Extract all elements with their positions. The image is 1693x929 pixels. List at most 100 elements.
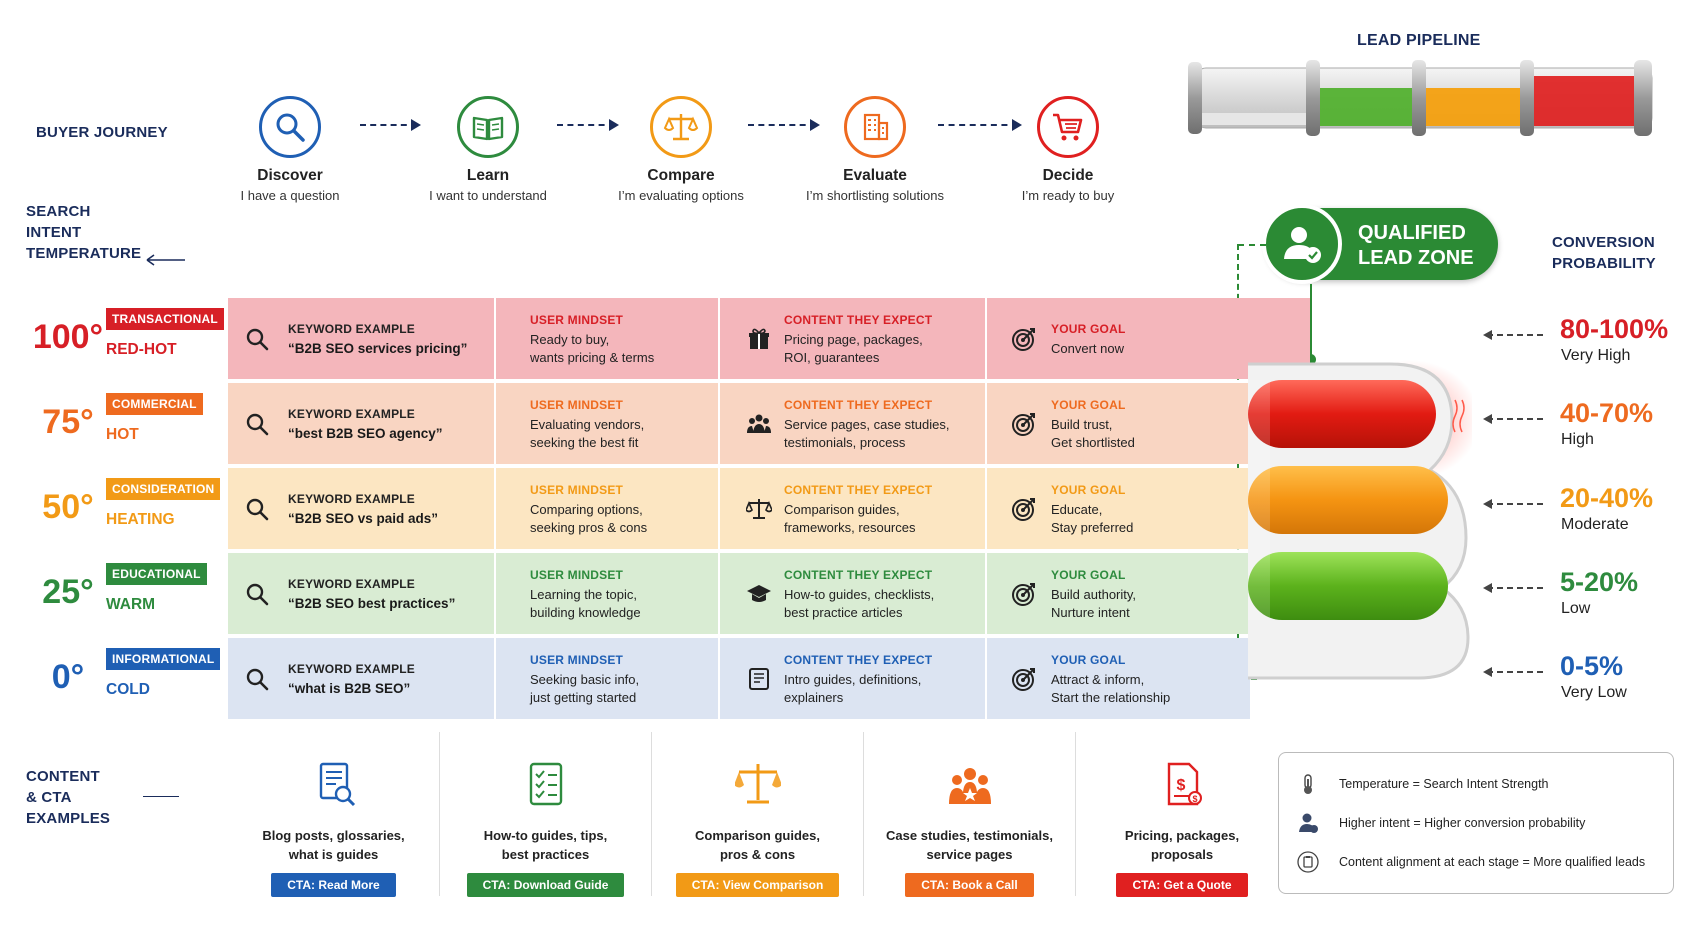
mindset-line: seeking the best fit — [530, 434, 639, 450]
stage-title: Evaluate — [843, 167, 907, 184]
conversion-level: Very Low — [1561, 684, 1627, 701]
content-example: Case studies, testimonials,service pages… — [864, 732, 1076, 897]
target-icon — [1012, 582, 1035, 606]
legend-box: Temperature = Search Intent Strength Hig… — [1278, 752, 1674, 894]
example-text: Comparison guides, — [695, 828, 820, 843]
example-text: best practices — [501, 847, 590, 862]
mindset-cell: USER MINDSET Comparing options, seeking … — [496, 468, 720, 549]
content-line: Comparison guides, — [784, 501, 900, 517]
content-header: CONTENT THEY EXPECT — [784, 567, 933, 582]
content-line: ROI, guarantees — [784, 349, 880, 365]
keyword-header: KEYWORD EXAMPLE — [288, 406, 416, 421]
mindset-line: Ready to buy, — [530, 331, 610, 347]
stage-desc: I have a question — [240, 188, 340, 203]
qualified-lead-zone-badge: QUALIFIED LEAD ZONE — [1262, 204, 1498, 284]
goal-cell: YOUR GOAL Convert now — [987, 298, 1310, 379]
legend-item: Higher intent = Higher conversion probab… — [1297, 812, 1585, 834]
clipboard-icon — [1297, 851, 1319, 873]
graduation-cap-icon — [747, 584, 771, 602]
keyword-cell: KEYWORD EXAMPLE“B2B SEO services pricing… — [228, 298, 496, 379]
conversion-arrow — [1483, 499, 1543, 509]
intent-row: KEYWORD EXAMPLE“B2B SEO vs paid ads” USE… — [228, 468, 1250, 549]
content-line: explainers — [784, 689, 844, 705]
stage-title: Compare — [647, 167, 715, 184]
content-example: Comparison guides,pros & cons CTA: View … — [652, 732, 864, 897]
content-cta-label: CONTENT & CTA EXAMPLES — [26, 768, 111, 827]
heat-label: COLD — [106, 681, 150, 698]
intent-row: KEYWORD EXAMPLE“what is B2B SEO” USER MI… — [228, 638, 1250, 719]
stage-title: Discover — [257, 167, 323, 184]
stage-desc: I’m shortlisting solutions — [806, 188, 944, 203]
content-example: $$ Pricing, packages,proposals CTA: Get … — [1076, 732, 1288, 897]
intent-row: KEYWORD EXAMPLE“B2B SEO best practices” … — [228, 553, 1250, 634]
content-line: frameworks, resources — [784, 519, 916, 535]
mindset-header: USER MINDSET — [530, 397, 624, 412]
conversion-level: Low — [1561, 600, 1591, 617]
temperature-degree: 0° — [51, 658, 85, 696]
search-icon — [246, 328, 269, 350]
testimonials-icon — [948, 768, 991, 804]
journey-stage-discover: Discover I have a question — [195, 96, 385, 203]
goal-header: YOUR GOAL — [1051, 567, 1126, 582]
target-icon — [1012, 412, 1035, 436]
mindset-line: building knowledge — [530, 604, 641, 620]
conversion-arrow — [1483, 414, 1543, 424]
journey-arrow-4 — [938, 119, 1022, 131]
mindset-cell: USER MINDSET Ready to buy, wants pricing… — [496, 298, 720, 379]
goal-line: Stay preferred — [1051, 519, 1134, 535]
thermometer-icon — [1304, 774, 1312, 794]
conversion-percent: 20-40% — [1560, 483, 1654, 513]
stage-icon-circle — [259, 96, 321, 158]
intent-row: KEYWORD EXAMPLE“best B2B SEO agency” USE… — [228, 383, 1250, 464]
keyword-header: KEYWORD EXAMPLE — [288, 321, 416, 336]
intent-badge: COMMERCIAL — [106, 393, 203, 415]
content-header: CONTENT THEY EXPECT — [784, 652, 933, 667]
stage-title: Decide — [1042, 167, 1094, 184]
arrow-left-icon — [146, 254, 185, 266]
mindset-line: just getting started — [530, 689, 637, 705]
conversion-arrow — [1483, 583, 1543, 593]
stage-icon-circle — [1037, 96, 1099, 158]
mindset-header: USER MINDSET — [530, 652, 624, 667]
gift-icon — [749, 328, 769, 349]
goal-cell: YOUR GOAL Attract & inform,Start the rel… — [987, 638, 1250, 719]
cta-button[interactable]: CTA: Download Guide — [466, 873, 625, 897]
mindset-cell: USER MINDSET Learning the topic, buildin… — [496, 553, 720, 634]
conversion-percent: 5-20% — [1560, 567, 1639, 597]
scale-icon — [734, 764, 781, 804]
goal-header: YOUR GOAL — [1051, 482, 1126, 497]
cta-button[interactable]: CTA: Get a Quote — [1116, 873, 1248, 897]
stage-desc: I’m ready to buy — [1021, 188, 1115, 203]
heat-label: WARM — [106, 596, 156, 613]
mindset-cell: USER MINDSET Evaluating vendors, seeking… — [496, 383, 720, 464]
intent-badge: EDUCATIONAL — [106, 563, 207, 585]
conversion-percent: 40-70% — [1560, 398, 1654, 428]
svg-text:$: $ — [1177, 777, 1186, 794]
journey-stage-evaluate: Evaluate I’m shortlisting solutions — [780, 96, 970, 203]
journey-stage-compare: Compare I’m evaluating options — [586, 96, 776, 203]
intent-row: KEYWORD EXAMPLE“B2B SEO services pricing… — [228, 298, 1310, 379]
target-icon — [1012, 667, 1035, 691]
goal-line: Convert now — [1051, 340, 1124, 356]
legend-text: Content alignment at each stage = More q… — [1339, 855, 1646, 869]
qualified-user-icon — [1262, 204, 1342, 284]
svg-text:$: $ — [1192, 794, 1197, 804]
cta-button[interactable]: CTA: Book a Call — [905, 873, 1034, 897]
temperature-degree: 25° — [42, 573, 94, 611]
content-cell: CONTENT THEY EXPECT Intro guides, defini… — [720, 638, 987, 719]
conversion-level: High — [1561, 431, 1594, 448]
people-icon — [747, 414, 771, 433]
qualified-text-1: QUALIFIED — [1358, 222, 1466, 244]
cta-button[interactable]: CTA: View Comparison — [675, 873, 840, 897]
lead-pipeline-title: LEAD PIPELINE — [1357, 32, 1481, 49]
mindset-line: Comparing options, — [530, 501, 643, 517]
goal-cell: YOUR GOAL Educate,Stay preferred — [987, 468, 1250, 549]
content-line: How-to guides, checklists, — [784, 586, 935, 602]
stage-desc: I’m evaluating options — [618, 188, 744, 203]
temperature-degree: 100° — [32, 318, 104, 356]
search-icon — [276, 113, 305, 142]
keyword-value: “what is B2B SEO” — [288, 680, 411, 696]
cta-button[interactable]: CTA: Read More — [271, 873, 396, 897]
document-icon — [749, 667, 769, 690]
intent-badge: TRANSACTIONAL — [106, 308, 224, 330]
